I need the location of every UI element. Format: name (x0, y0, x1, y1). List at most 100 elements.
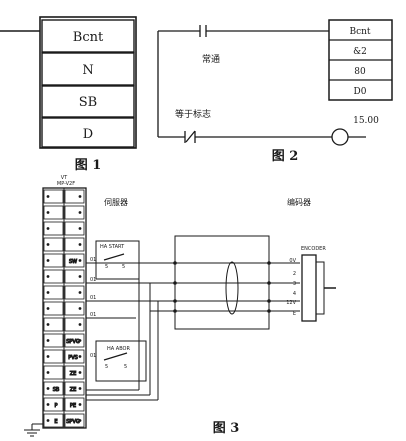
right-terminal-cell (64, 237, 85, 252)
right-terminal-screw (78, 403, 82, 406)
left-terminal-cell (43, 397, 64, 412)
fig3-header-model: MP-V2F (57, 181, 75, 187)
fig2-block-3-text: 80 (354, 67, 366, 77)
right-terminal-cell (64, 349, 85, 364)
fig3-row-code-3: 01 (90, 295, 96, 301)
fig3-label-encoder: 编码器 (287, 197, 311, 207)
left-terminal-cell (43, 189, 64, 204)
left-terminal-screw (46, 323, 50, 326)
right-terminal-label: ZE (70, 387, 77, 393)
left-terminal-cell (43, 365, 64, 380)
right-terminal-label: SPVG (66, 339, 80, 345)
fig1-block-1 (41, 19, 135, 53)
fig3-switch-1-pin-a: 5 (105, 264, 108, 270)
left-terminal-screw (46, 339, 50, 342)
right-terminal-screw (78, 339, 82, 342)
right-terminal-label: PVS (68, 355, 78, 361)
fig2-caption: 图 2 (272, 149, 299, 164)
fig3-row-code-1: 01 (90, 257, 96, 263)
right-terminal-cell (64, 317, 85, 332)
fig3-cable-twist (225, 261, 239, 315)
left-terminal-cell (43, 237, 64, 252)
figure-1 (0, 16, 137, 149)
fig3-row-code-5: 01 (90, 353, 96, 359)
left-terminal-cell (43, 381, 64, 396)
fig3-encoder-body (301, 254, 317, 322)
right-terminal-cell (64, 365, 85, 380)
left-terminal-screw (46, 195, 50, 198)
fig1-block-outline (39, 16, 137, 149)
right-terminal-cell (64, 221, 85, 236)
fig3-junction-dots (173, 261, 271, 313)
right-terminal-cell (64, 333, 85, 348)
right-terminal-screw (78, 275, 82, 278)
left-terminal-label: P (54, 403, 57, 409)
left-terminal-cell (43, 205, 64, 220)
right-terminal-cell (64, 269, 85, 284)
left-terminal-label: E (54, 419, 57, 425)
fig3-switch-2-blade (103, 352, 128, 361)
fig3-caption: 图 3 (213, 421, 240, 436)
left-terminal-screw (46, 355, 50, 358)
right-terminal-cell (64, 413, 85, 428)
fig3-encoder-pin-1: 0V (289, 258, 296, 264)
right-terminal-screw (78, 323, 82, 326)
fig3-row-code-2: 01 (90, 277, 96, 283)
right-terminal-cell (64, 253, 85, 268)
left-terminal-cell (43, 269, 64, 284)
left-terminal-cell (43, 413, 64, 428)
fig1-block-2-text: N (82, 63, 93, 78)
fig1-block-3 (41, 85, 135, 118)
figure-2 (157, 19, 393, 146)
right-terminal-screw (78, 195, 82, 198)
fig2-contact-nc-slash (185, 130, 196, 143)
right-terminal-cell (64, 381, 85, 396)
right-terminal-cell (64, 205, 85, 220)
fig3-encoder-pin-5: 12V (286, 300, 296, 306)
fig1-block-3-text: SB (79, 95, 97, 110)
fig3-encoder-model: ENCODER (301, 246, 326, 252)
fig2-block-4-text: D0 (354, 87, 367, 97)
fig1-block-4-text: D (83, 127, 93, 142)
fig3-encoder-flange (315, 261, 325, 315)
fig3-switch-2-pin-b: 5 (124, 364, 127, 370)
right-terminal-cell (64, 189, 85, 204)
right-terminal-label: SW (69, 259, 77, 265)
fig3-switch-2-label: HA ABOR (107, 346, 130, 352)
left-terminal-screw (46, 371, 50, 374)
left-terminal-cell (43, 349, 64, 364)
fig2-output-coil (331, 128, 349, 146)
fig3-switch-1-pin-b: 5 (122, 264, 125, 270)
right-terminal-screw (78, 259, 82, 262)
fig3-header-vt: VT (61, 175, 68, 181)
left-terminal-screw (46, 275, 50, 278)
left-terminal-screw (46, 291, 50, 294)
fig3-encoder-pin-4: 4 (293, 291, 296, 297)
left-terminal-label: SB (53, 387, 60, 393)
left-terminal-cell (43, 301, 64, 316)
fig2-block-2-text: &2 (353, 47, 367, 57)
right-terminal-screw (78, 355, 82, 358)
right-terminal-label: PE (70, 403, 76, 409)
right-terminal-screw (78, 291, 82, 294)
right-terminal-cell (64, 397, 85, 412)
right-terminal-screw (78, 371, 82, 374)
left-terminal-cell (43, 253, 64, 268)
right-terminal-screw (78, 387, 82, 390)
left-terminal-screw (46, 243, 50, 246)
fig1-block-4 (41, 117, 135, 148)
left-terminal-screw (46, 387, 50, 390)
right-terminal-cell (64, 285, 85, 300)
fig3-row-code-4: 01 (90, 312, 96, 318)
right-terminal-cell (64, 301, 85, 316)
right-terminal-label: ZE (70, 371, 77, 377)
fig2-contact-bottom-label: 等于标志 (175, 108, 211, 120)
fig2-contact-top-label: 常通 (202, 53, 220, 65)
fig3-switch-1-blade (103, 253, 125, 261)
right-terminal-screw (78, 243, 82, 246)
left-terminal-screw (46, 403, 50, 406)
left-terminal-screw (46, 307, 50, 310)
